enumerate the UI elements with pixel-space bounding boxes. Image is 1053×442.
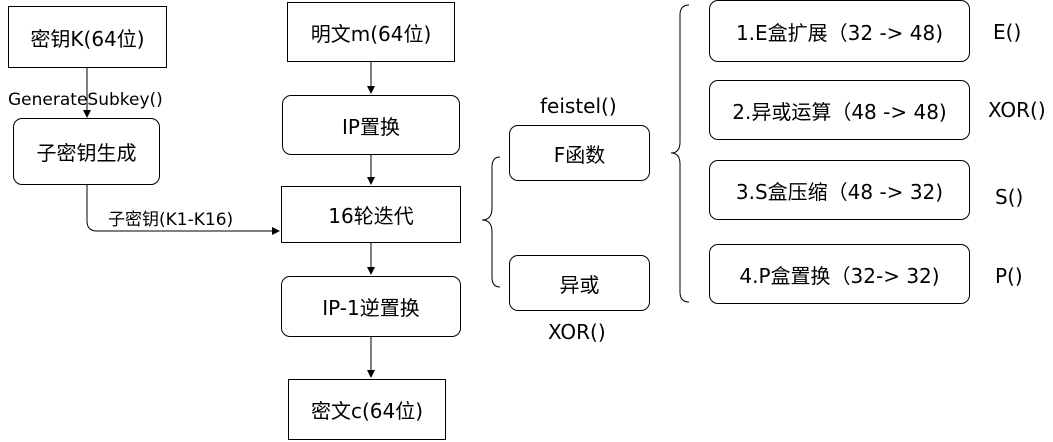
xor-function-label: XOR() bbox=[548, 320, 606, 344]
p-function-label: P() bbox=[995, 264, 1023, 288]
step-p-box-permutation: 4.P盒置换（32-> 32) bbox=[709, 244, 970, 304]
ciphertext-label: 密文c(64位) bbox=[310, 399, 424, 423]
xor-label: 异或 bbox=[559, 272, 600, 297]
step-p-box-permutation-label: 4.P盒置换（32-> 32) bbox=[739, 263, 940, 288]
step-xor-operation: 2.异或运算（48 -> 48) bbox=[709, 80, 970, 140]
rounds-box: 16轮迭代 bbox=[281, 186, 461, 243]
brace-f-steps bbox=[670, 4, 690, 303]
e-function-label: E() bbox=[993, 20, 1022, 44]
brace-round-components bbox=[481, 156, 501, 288]
feistel-label: feistel() bbox=[540, 94, 617, 118]
arrow-subkey-to-rounds bbox=[86, 185, 280, 235]
step-e-box-expansion-label: 1.E盒扩展（32 -> 48) bbox=[735, 20, 944, 45]
subkey-generation-box: 子密钥生成 bbox=[13, 118, 160, 185]
ip-permutation-box: IP置换 bbox=[282, 95, 460, 155]
xor-box: 异或 bbox=[509, 255, 650, 311]
ciphertext-box: 密文c(64位) bbox=[288, 379, 446, 440]
plaintext-label: 明文m(64位) bbox=[310, 21, 432, 46]
ip-permutation-label: IP置换 bbox=[342, 114, 400, 139]
key-label: 密钥K(64位) bbox=[30, 26, 145, 51]
step-s-box-compression-label: 3.S盒压缩（48 -> 32) bbox=[735, 179, 944, 204]
subkeys-label: 子密钥(K1-K16) bbox=[108, 210, 234, 230]
key-box: 密钥K(64位) bbox=[8, 6, 167, 68]
f-function-label: F函数 bbox=[553, 142, 606, 167]
step-e-box-expansion: 1.E盒扩展（32 -> 48) bbox=[709, 0, 970, 62]
rounds-label: 16轮迭代 bbox=[328, 204, 414, 228]
inverse-ip-label: IP-1逆置换 bbox=[322, 296, 420, 320]
step-xor-operation-label: 2.异或运算（48 -> 48) bbox=[732, 99, 947, 124]
f-function-box: F函数 bbox=[509, 125, 650, 181]
step-s-box-compression: 3.S盒压缩（48 -> 32) bbox=[709, 160, 970, 220]
generate-subkey-label: GenerateSubkey() bbox=[8, 90, 163, 110]
subkey-generation-label: 子密钥生成 bbox=[36, 141, 137, 165]
s-function-label: S() bbox=[995, 185, 1024, 209]
plaintext-box: 明文m(64位) bbox=[287, 2, 455, 62]
inverse-ip-box: IP-1逆置换 bbox=[281, 276, 461, 337]
xor-step-function-label: XOR() bbox=[988, 98, 1046, 122]
